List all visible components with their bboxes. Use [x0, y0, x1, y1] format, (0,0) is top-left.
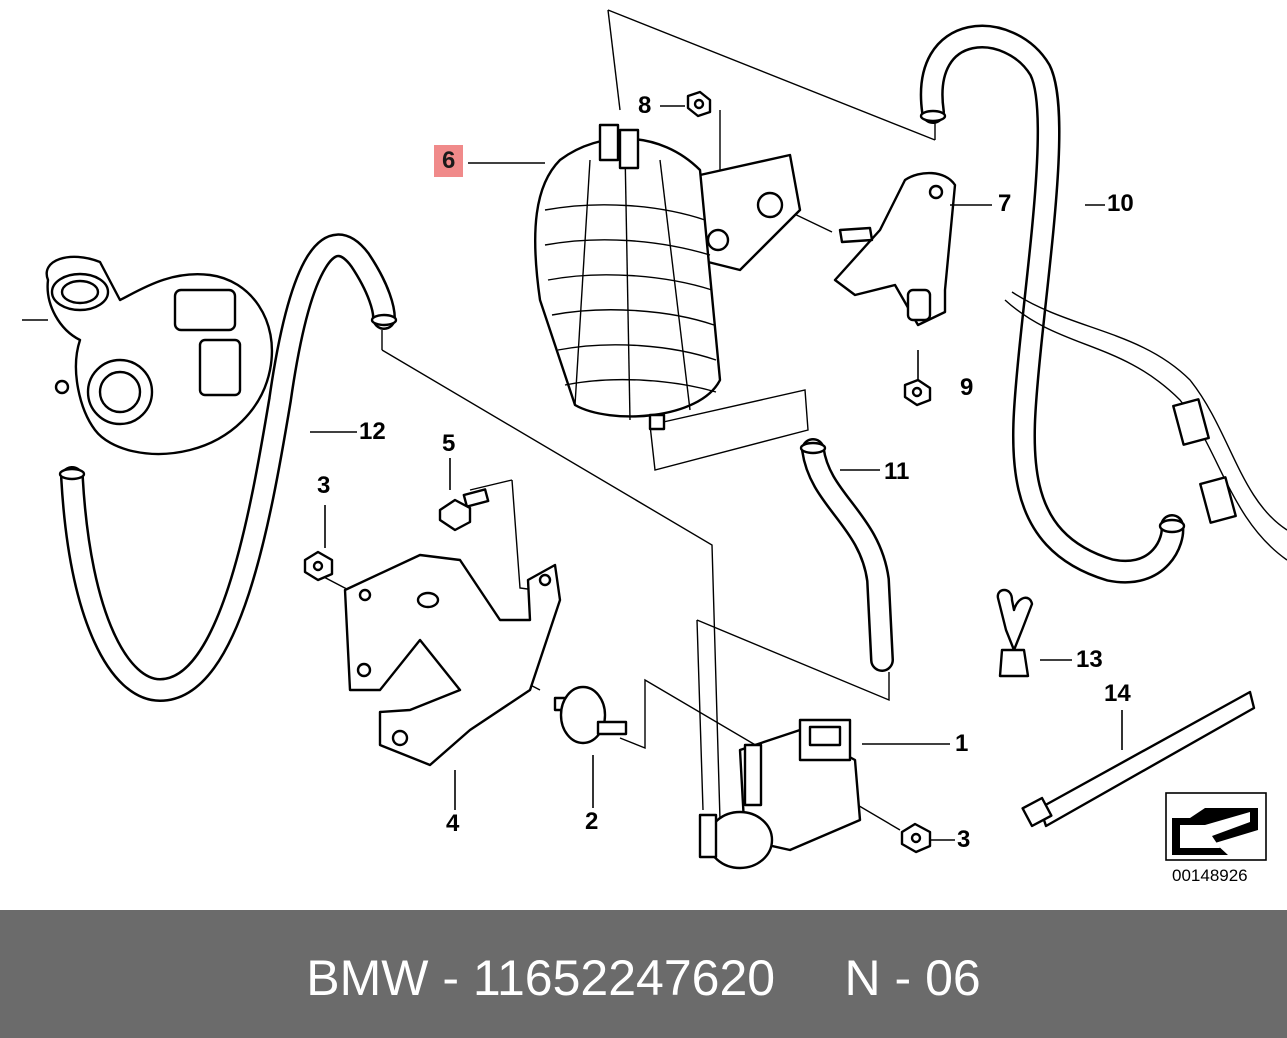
turbocharger	[22, 255, 274, 456]
mounting-bracket-4	[343, 553, 562, 767]
nut-3-lower	[900, 822, 932, 854]
callout-14: 14	[1104, 680, 1131, 707]
diagram-reference-number: 00148926	[1172, 866, 1248, 885]
callout-3-upper: 3	[317, 472, 331, 499]
bolt-5	[438, 488, 490, 532]
background-hose	[1004, 291, 1287, 561]
parts-diagram	[22, 9, 1287, 870]
callout-12: 12	[359, 418, 386, 445]
callout-3-lower: 3	[957, 826, 971, 853]
pressure-converter-1	[698, 718, 862, 870]
part-number-footer: BMW - 11652247620 N - 06	[306, 950, 981, 1006]
leader-lines	[310, 105, 1123, 841]
vacuum-reservoir	[533, 123, 802, 431]
nut-9	[903, 378, 932, 407]
clip-13	[996, 588, 1034, 678]
callout-11: 11	[884, 458, 910, 485]
callout-9: 9	[960, 374, 974, 401]
callout-5: 5	[442, 430, 456, 457]
callout-2: 2	[585, 808, 599, 835]
callout-6-highlighted: 6	[434, 145, 464, 177]
callout-10: 10	[1107, 190, 1134, 217]
hose-10	[919, 24, 1186, 584]
nut-8	[686, 90, 712, 118]
hose-11	[799, 438, 894, 672]
rubber-mount-2	[553, 685, 628, 745]
nut-3-upper	[303, 550, 334, 582]
callout-8: 8	[638, 92, 652, 119]
bracket-7	[833, 171, 957, 327]
callout-13: 13	[1076, 646, 1103, 673]
callout-7: 7	[998, 190, 1012, 217]
callout-4: 4	[446, 810, 460, 837]
cable-tie-14	[1021, 690, 1256, 828]
callout-1: 1	[955, 730, 969, 757]
reference-arrow-icon	[1165, 792, 1267, 861]
footer-band	[0, 910, 1287, 1038]
hose-12	[58, 233, 398, 702]
